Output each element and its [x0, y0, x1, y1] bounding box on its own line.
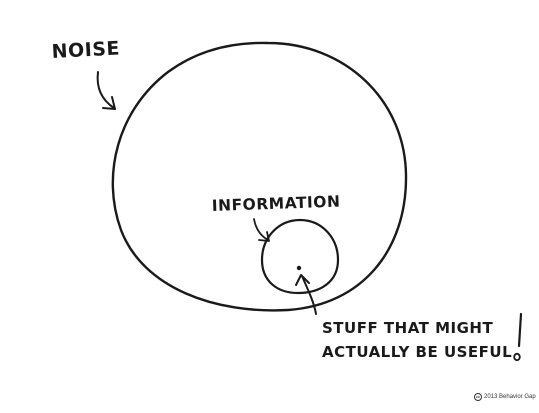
exclamation-stroke: [517, 312, 523, 348]
noise-arrowhead: [102, 96, 116, 110]
useful-stuff-dot: [296, 265, 302, 271]
exclamation-dot: [513, 352, 521, 362]
credit-text: 2013 Behavior Gap: [484, 394, 536, 400]
information-circle: [260, 218, 340, 295]
useful-label-line-1: STUFF THAT MIGHT: [322, 319, 493, 337]
information-label: INFORMATION: [212, 193, 341, 215]
copyright-credit: cc 2013 Behavior Gap: [474, 393, 536, 401]
information-arrowhead: [258, 231, 270, 242]
useful-arrow: [301, 275, 317, 315]
useful-label-line-2: ACTUALLY BE USEFUL: [322, 343, 512, 361]
creative-commons-icon: cc: [474, 393, 482, 401]
information-arrow: [253, 218, 269, 241]
noise-arrow: [96, 71, 115, 109]
noise-circle: [111, 41, 408, 312]
noise-label: NOISE: [51, 37, 120, 63]
useful-arrowhead: [295, 274, 310, 286]
